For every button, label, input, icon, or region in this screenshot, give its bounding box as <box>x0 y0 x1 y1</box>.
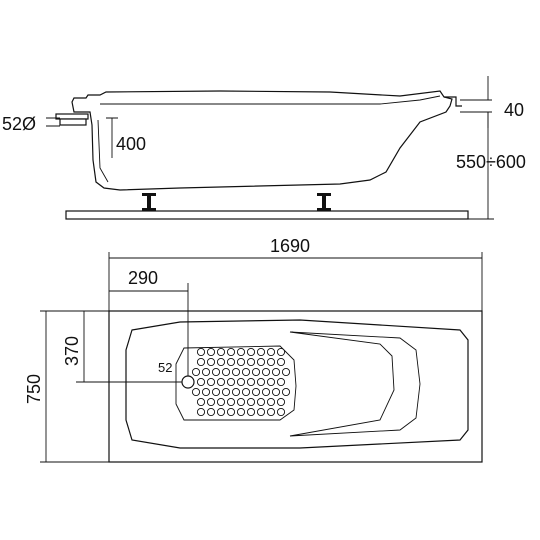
anti-slip-dot <box>266 407 276 417</box>
anti-slip-pad <box>175 345 297 421</box>
top-view: 52 1690 290 370 750 <box>24 236 483 463</box>
anti-slip-dot <box>276 357 286 367</box>
anti-slip-dot <box>221 367 231 377</box>
anti-slip-dot <box>226 377 236 387</box>
drain-offset-label: 290 <box>128 268 158 288</box>
anti-slip-dot <box>276 407 286 417</box>
anti-slip-dot <box>226 357 236 367</box>
anti-slip-dot <box>196 347 206 357</box>
anti-slip-dot <box>251 387 261 397</box>
anti-slip-dot <box>206 407 216 417</box>
anti-slip-dot <box>281 367 291 377</box>
anti-slip-dot <box>241 367 251 377</box>
anti-slip-dot <box>196 377 206 387</box>
tub-inner-wall <box>97 119 109 183</box>
anti-slip-dot <box>256 377 266 387</box>
drain-diameter-label: 52Ø <box>2 114 36 134</box>
inner-depth-label: 400 <box>116 134 146 154</box>
tub-inner-lip <box>100 95 441 105</box>
anti-slip-dot <box>266 397 276 407</box>
anti-slip-dot <box>216 347 226 357</box>
base-plate <box>65 210 469 220</box>
length-dimension-line <box>108 252 483 311</box>
total-height-label: 550÷600 <box>456 152 526 172</box>
anti-slip-dot <box>271 387 281 397</box>
anti-slip-dot <box>281 387 291 397</box>
anti-slip-dot <box>236 357 246 367</box>
anti-slip-dot <box>231 387 241 397</box>
anti-slip-dot <box>236 397 246 407</box>
anti-slip-dot <box>246 347 256 357</box>
anti-slip-dot <box>246 357 256 367</box>
anti-slip-dot <box>206 377 216 387</box>
anti-slip-dot <box>276 377 286 387</box>
anti-slip-dot <box>211 367 221 377</box>
side-view: 52Ø 400 40 550÷600 <box>2 76 526 220</box>
drain-fitting <box>46 113 89 127</box>
anti-slip-dot <box>196 407 206 417</box>
anti-slip-dot <box>251 367 261 377</box>
anti-slip-dot <box>261 367 271 377</box>
anti-slip-dot <box>191 387 201 397</box>
length-label: 1690 <box>270 236 310 256</box>
tub-outline <box>108 310 483 463</box>
anti-slip-dot <box>211 387 221 397</box>
width-dimension-line <box>40 310 109 463</box>
anti-slip-dot <box>216 397 226 407</box>
anti-slip-dot <box>236 377 246 387</box>
basin-outline <box>125 319 469 449</box>
depth-dimension-line <box>106 117 118 158</box>
drain-circle <box>181 375 195 389</box>
anti-slip-dot <box>256 407 266 417</box>
anti-slip-dot <box>191 367 201 377</box>
anti-slip-dot <box>196 397 206 407</box>
anti-slip-dot <box>246 407 256 417</box>
drain-half-width-label: 370 <box>62 336 82 366</box>
width-label: 750 <box>24 374 44 404</box>
anti-slip-dot <box>231 367 241 377</box>
anti-slip-dots <box>191 347 291 417</box>
anti-slip-dot <box>206 347 216 357</box>
right-rim-step <box>444 96 462 107</box>
anti-slip-dot <box>271 367 281 377</box>
anti-slip-dot <box>256 397 266 407</box>
anti-slip-dot <box>206 357 216 367</box>
anti-slip-dot <box>236 347 246 357</box>
anti-slip-dot <box>266 347 276 357</box>
anti-slip-dot <box>236 407 246 417</box>
armrest-curve <box>289 331 421 437</box>
rim-height-label: 40 <box>504 100 524 120</box>
right-foot <box>317 193 331 211</box>
anti-slip-dot <box>221 387 231 397</box>
anti-slip-dot <box>256 347 266 357</box>
anti-slip-dot <box>201 367 211 377</box>
drain-label: 52 <box>158 360 172 375</box>
anti-slip-dot <box>216 407 226 417</box>
anti-slip-dot <box>206 397 216 407</box>
tub-body-profile <box>71 90 453 191</box>
anti-slip-dot <box>276 397 286 407</box>
anti-slip-dot <box>246 377 256 387</box>
anti-slip-dot <box>261 387 271 397</box>
anti-slip-dot <box>226 407 236 417</box>
anti-slip-dot <box>266 357 276 367</box>
anti-slip-dot <box>256 357 266 367</box>
anti-slip-dot <box>241 387 251 397</box>
anti-slip-dot <box>216 377 226 387</box>
anti-slip-dot <box>196 357 206 367</box>
anti-slip-dot <box>216 357 226 367</box>
anti-slip-dot <box>226 397 236 407</box>
anti-slip-dot <box>246 397 256 407</box>
anti-slip-dot <box>226 347 236 357</box>
anti-slip-dot <box>266 377 276 387</box>
anti-slip-dot <box>201 387 211 397</box>
left-foot <box>142 193 156 211</box>
anti-slip-dot <box>276 347 286 357</box>
total-height-dimension-line <box>468 112 494 220</box>
rim-dimension-lines <box>460 76 492 128</box>
drain-offset-dimension-line <box>109 283 189 376</box>
